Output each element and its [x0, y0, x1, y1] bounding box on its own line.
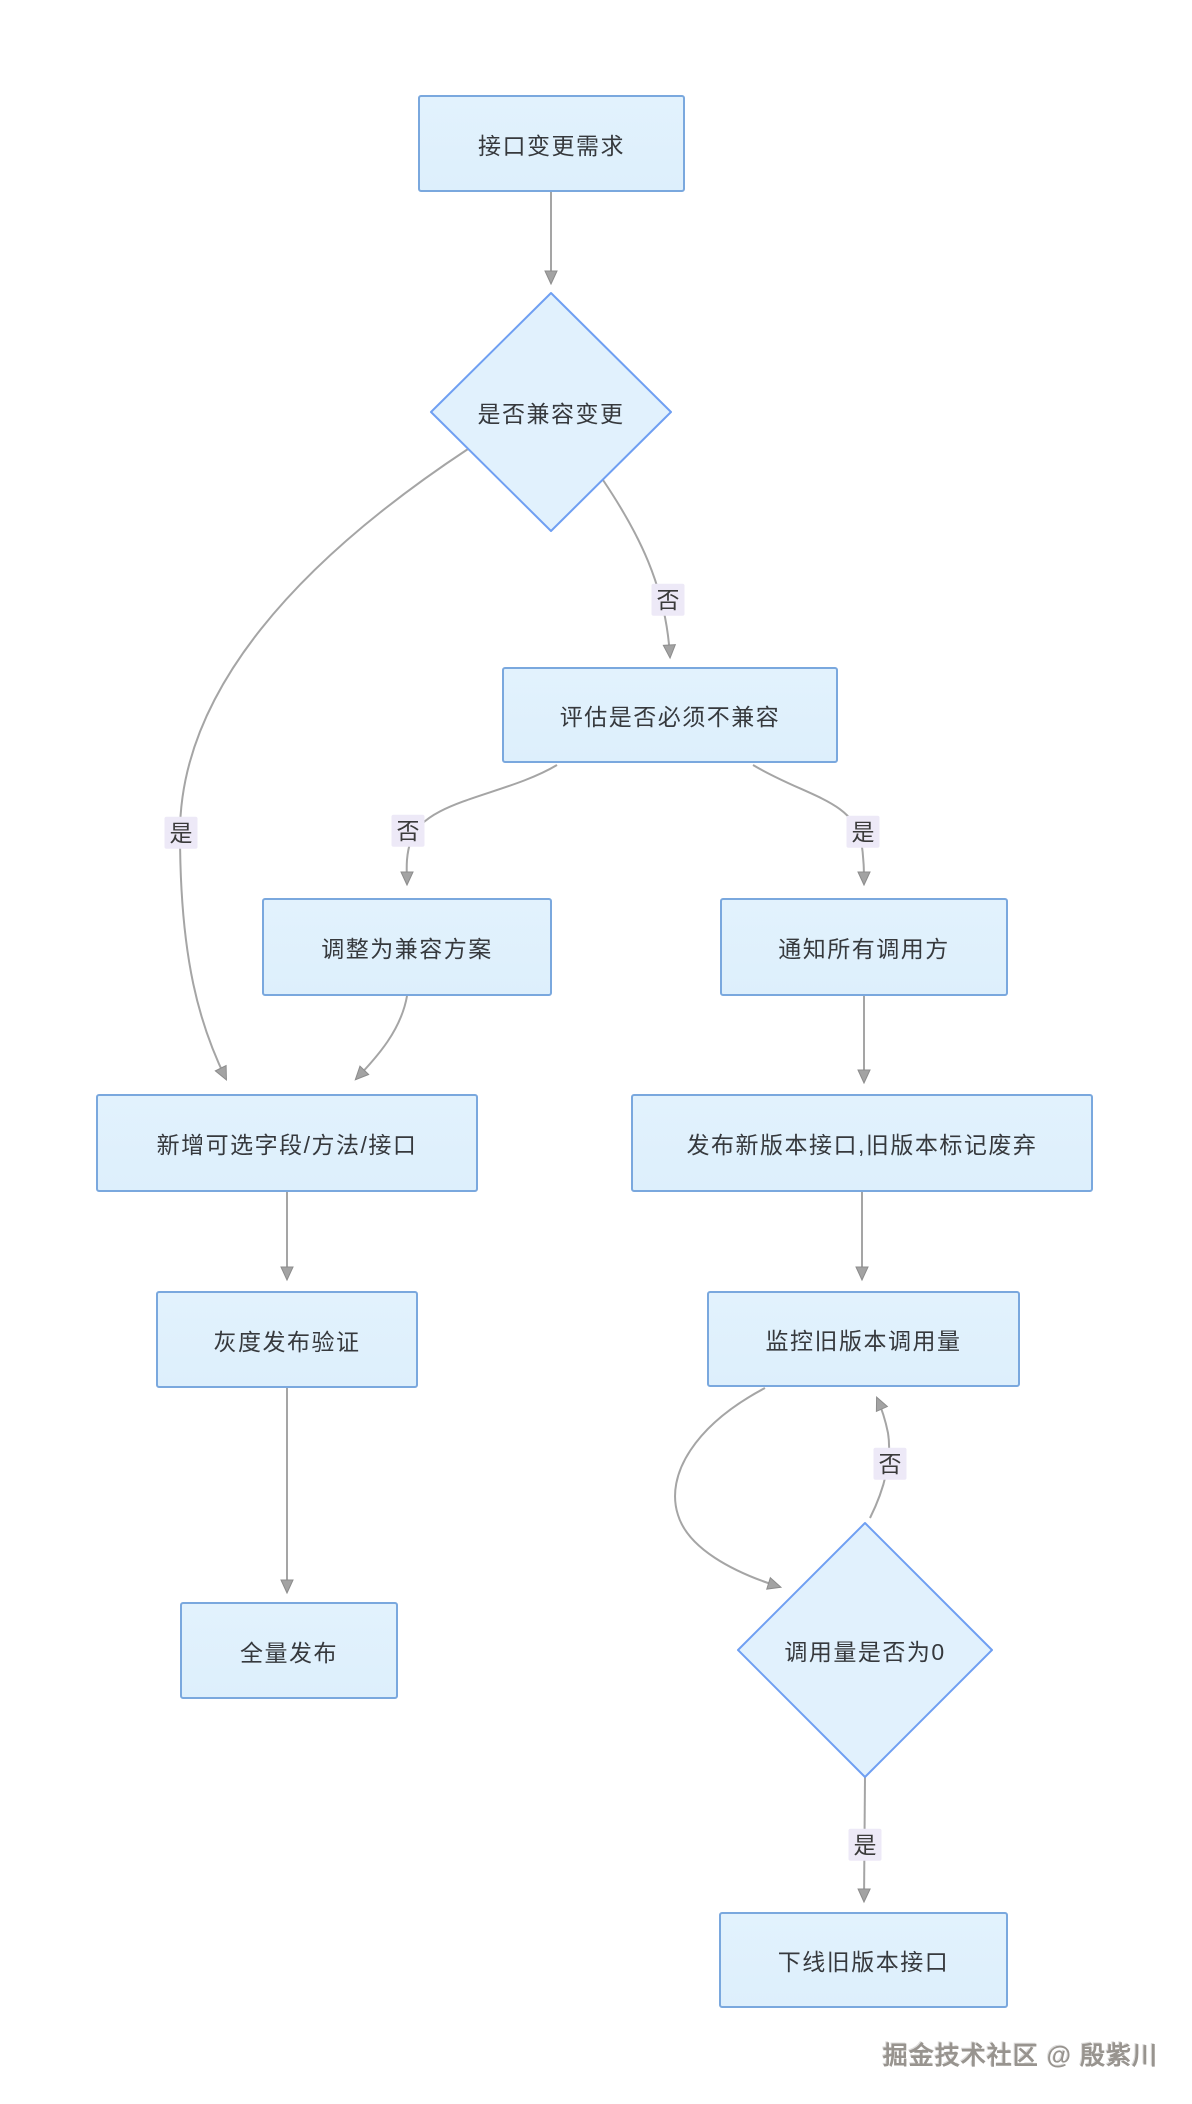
edge-compat-yes — [178, 448, 469, 1081]
node-evaluate: 评估是否必须不兼容 — [502, 667, 838, 763]
decision-compat-shape — [430, 292, 672, 532]
node-start: 接口变更需求 — [418, 95, 685, 192]
edge-label-zero-yes: 是 — [848, 1828, 882, 1862]
edge-monitor-to-zero — [674, 1387, 783, 1590]
node-release-new: 发布新版本接口,旧版本标记废弃 — [631, 1094, 1093, 1192]
edge-label-zero-no: 否 — [873, 1447, 907, 1481]
node-full-release: 全量发布 — [180, 1602, 398, 1699]
node-decision-zero-label: 调用量是否为0 — [784, 1639, 946, 1665]
edge-compat-no — [602, 479, 677, 660]
node-offline-old: 下线旧版本接口 — [719, 1912, 1008, 2008]
edge-label-evaluate-no: 否 — [391, 814, 425, 848]
edge-label-compat-no: 否 — [651, 583, 685, 617]
node-decision-compat-label: 是否兼容变更 — [477, 401, 625, 427]
node-notify: 通知所有调用方 — [720, 898, 1008, 996]
decision-zero-shape — [737, 1522, 993, 1778]
node-monitor: 监控旧版本调用量 — [707, 1291, 1020, 1387]
edge-adjust-to-add — [354, 995, 408, 1081]
node-add-optional: 新增可选字段/方法/接口 — [96, 1094, 478, 1192]
edge-evaluate-no — [400, 764, 558, 887]
watermark-text: 掘金技术社区 @ 殷紫川 — [882, 2042, 1158, 2070]
edge-label-compat-yes: 是 — [164, 816, 198, 850]
node-gray-release: 灰度发布验证 — [156, 1291, 418, 1388]
edge-label-evaluate-yes: 是 — [846, 815, 880, 849]
node-adjust: 调整为兼容方案 — [262, 898, 552, 996]
edge-zero-no — [869, 1395, 891, 1519]
